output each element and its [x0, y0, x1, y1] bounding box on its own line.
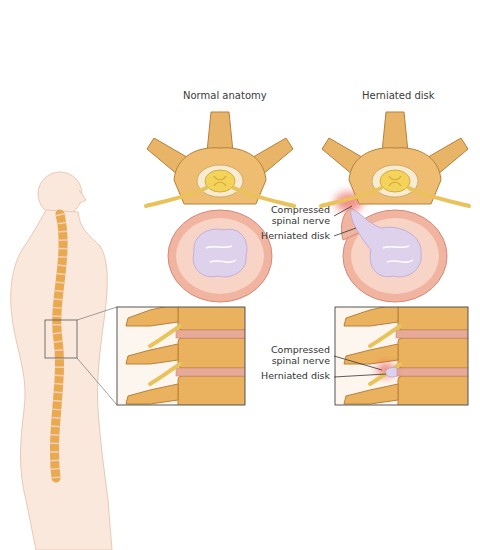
callout-label: Herniated disk	[258, 231, 330, 242]
herniated-cross-section	[321, 112, 469, 302]
callout-label: Herniated disk	[258, 371, 330, 382]
normal-lateral-inset	[117, 296, 252, 410]
view-heading: Herniated disk	[362, 90, 435, 102]
callout-label: Compressed spinal nerve	[258, 205, 330, 227]
callout-label: Compressed spinal nerve	[258, 345, 330, 367]
leader-lines	[334, 206, 386, 377]
view-heading: Normal anatomy	[183, 90, 267, 102]
herniated-lateral-inset	[335, 296, 474, 410]
body-silhouette	[11, 172, 117, 550]
